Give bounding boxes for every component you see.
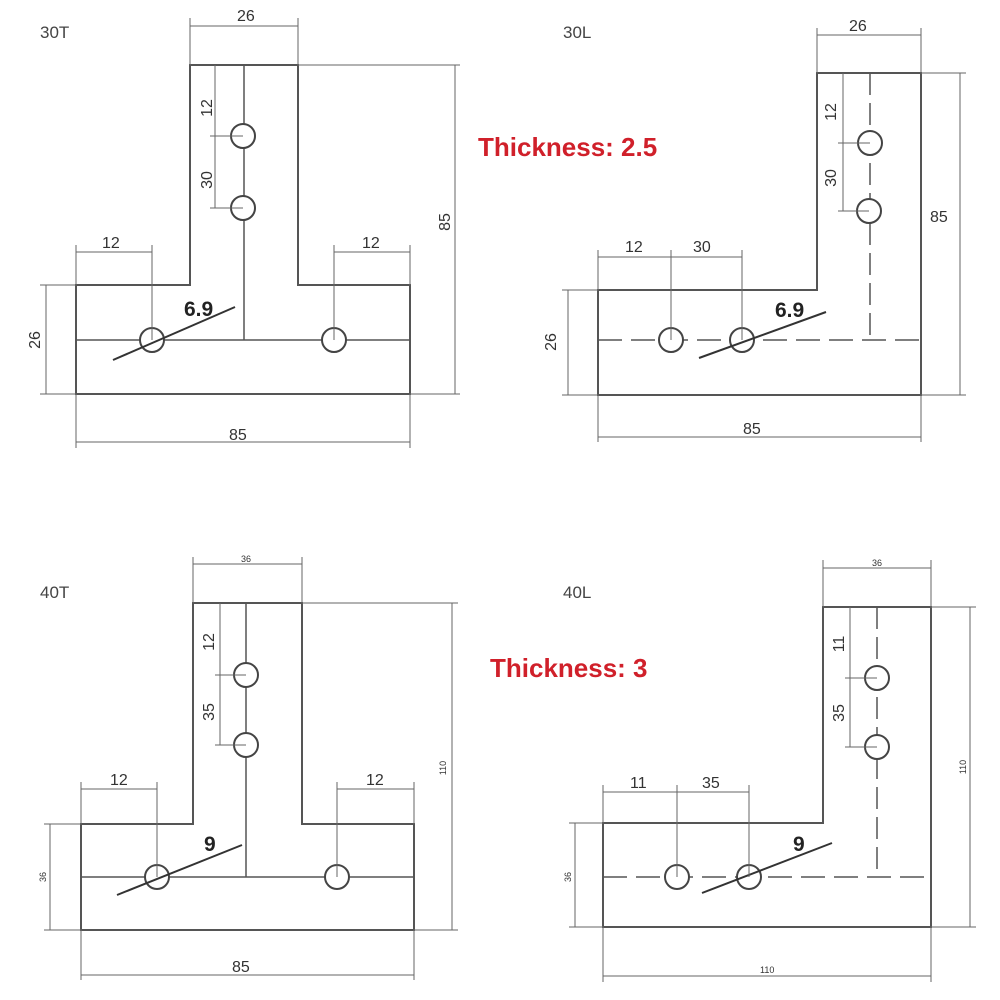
dim-base-height: 36 — [38, 872, 48, 882]
dim-hole-spacing-b: 35 — [201, 703, 218, 721]
dim-hole-spacing-a: 11 — [831, 636, 848, 653]
dim-left-spacing: 35 — [702, 775, 720, 792]
dim-hole-spacing-a: 12 — [201, 633, 218, 651]
panel-title: 40L — [563, 583, 591, 602]
dim-height: 85 — [930, 209, 948, 226]
bracket-outline — [75, 64, 411, 395]
dim-left-offset: 11 — [630, 775, 647, 792]
bracket-outline — [80, 602, 415, 931]
dim-hole-spacing-b: 30 — [823, 169, 840, 187]
dim-hole-spacing-b: 30 — [199, 171, 216, 189]
panel-title: 30L — [563, 23, 591, 42]
dim-top-width: 36 — [872, 558, 882, 568]
dim-height: 85 — [437, 213, 454, 231]
dim-width: 110 — [760, 965, 774, 975]
hole-diameter-label: 6.9 — [184, 298, 213, 321]
bracket-outline — [597, 72, 922, 396]
dim-left-offset: 12 — [110, 772, 128, 789]
panel-30l: 30L 6.9 — [543, 18, 966, 442]
dim-top-width: 26 — [849, 18, 867, 35]
dim-height: 110 — [958, 760, 968, 774]
dimension-lines — [44, 557, 458, 980]
hole-diameter-label: 9 — [793, 833, 805, 856]
hole-leader-line — [112, 306, 236, 361]
dim-left-offset: 12 — [102, 235, 120, 252]
hole-diameter-label: 9 — [204, 833, 216, 856]
panel-40l: 40L 9 36 — [563, 558, 976, 982]
dimension-lines — [562, 28, 966, 442]
dimension-lines — [569, 560, 976, 982]
dim-width: 85 — [232, 959, 250, 976]
dim-top-width: 36 — [241, 554, 251, 564]
dim-left-offset: 12 — [625, 239, 643, 256]
hole-diameter-label: 6.9 — [775, 299, 804, 322]
panel-40t: 40T 9 — [38, 554, 458, 980]
dim-right-offset: 12 — [366, 772, 384, 789]
panel-title: 40T — [40, 583, 69, 602]
dim-left-spacing: 30 — [693, 239, 711, 256]
dimension-lines — [40, 18, 460, 448]
dim-top-width: 26 — [237, 8, 255, 25]
dim-base-height: 36 — [563, 872, 573, 882]
dim-right-offset: 12 — [362, 235, 380, 252]
dim-base-height: 26 — [27, 331, 44, 349]
thickness-label-top: Thickness: 2.5 — [478, 132, 657, 162]
panel-30t: 30T 6.9 — [27, 8, 460, 448]
thickness-label-bottom: Thickness: 3 — [490, 653, 648, 683]
dim-hole-spacing-a: 12 — [199, 99, 216, 117]
hole-leader-line — [116, 844, 243, 896]
hole-leader-line — [701, 842, 833, 894]
hole-leader-line — [698, 311, 827, 359]
bracket-outline — [602, 606, 932, 928]
dim-hole-spacing-b: 35 — [831, 704, 848, 722]
panel-title: 30T — [40, 23, 69, 42]
dim-height: 110 — [438, 761, 448, 775]
dim-width: 85 — [743, 421, 761, 438]
dim-width: 85 — [229, 427, 247, 444]
dim-base-height: 26 — [543, 333, 560, 351]
dim-hole-spacing-a: 12 — [823, 103, 840, 121]
